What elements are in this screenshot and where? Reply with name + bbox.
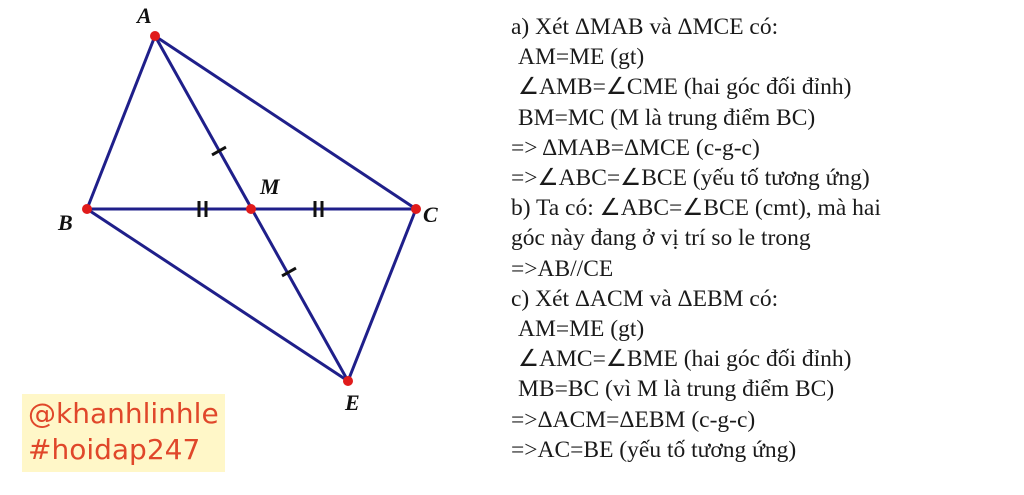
- figure-point-labels: A B C M E: [57, 3, 438, 415]
- tick-am: [211, 145, 227, 157]
- segment-be: [86, 207, 349, 383]
- watermark-username: @khanhlinhle: [28, 397, 219, 430]
- tick-me: [281, 266, 297, 278]
- segment-ce: [346, 208, 418, 382]
- figure-points: [82, 31, 421, 386]
- proof-line: =>ΔACM=ΔEBM (c-g-c): [511, 406, 756, 433]
- point-b: [82, 204, 92, 214]
- point-a: [150, 31, 160, 41]
- segment-ab: [85, 35, 157, 210]
- point-m: [246, 204, 256, 214]
- proof-line: AM=ME (gt): [518, 44, 645, 71]
- proof-line: b) Ta có: ∠ABC=∠BCE (cmt), mà hai: [511, 195, 881, 222]
- proof-line: góc này đang ở vị trí so le trong: [511, 225, 811, 252]
- proof-line: MB=BC (vì M là trung điểm BC): [518, 376, 835, 403]
- equal-length-ticks: [197, 145, 324, 278]
- segment-ac: [154, 34, 417, 211]
- proof-line: =>AB//CE: [511, 255, 614, 282]
- point-label-b: B: [57, 210, 73, 235]
- point-c: [411, 204, 421, 214]
- point-e: [343, 376, 353, 386]
- proof-line: AM=ME (gt): [518, 316, 645, 343]
- proof-line: a) Xét ΔMAB và ΔMCE có:: [511, 14, 779, 40]
- geometry-figure: A B C M E: [57, 3, 438, 415]
- proof-line: =>∠ABC=∠BCE (yếu tố tương ứng): [511, 165, 870, 192]
- proof-line: => ΔMAB=ΔMCE (c-g-c): [511, 134, 760, 161]
- proof-line: BM=MC (M là trung điểm BC): [518, 104, 816, 131]
- point-label-m: M: [259, 174, 281, 199]
- proof-line: ∠AMB=∠CME (hai góc đối đỉnh): [518, 74, 852, 101]
- point-label-c: C: [423, 202, 438, 227]
- watermark: @khanhlinhle #hoidap247: [22, 394, 225, 472]
- point-label-e: E: [344, 390, 360, 415]
- proof-text: a) Xét ΔMAB và ΔMCE có: AM=ME (gt) ∠AMB=∠C…: [511, 12, 1016, 465]
- proof-line: c) Xét ΔACM và ΔEBM có:: [511, 285, 779, 312]
- proof-line: ∠AMC=∠BME (hai góc đối đỉnh): [518, 346, 852, 373]
- proof-line: =>AC=BE (yếu tố tương ứng): [511, 436, 797, 463]
- point-label-a: A: [135, 3, 152, 28]
- watermark-site: #hoidap247: [28, 433, 201, 466]
